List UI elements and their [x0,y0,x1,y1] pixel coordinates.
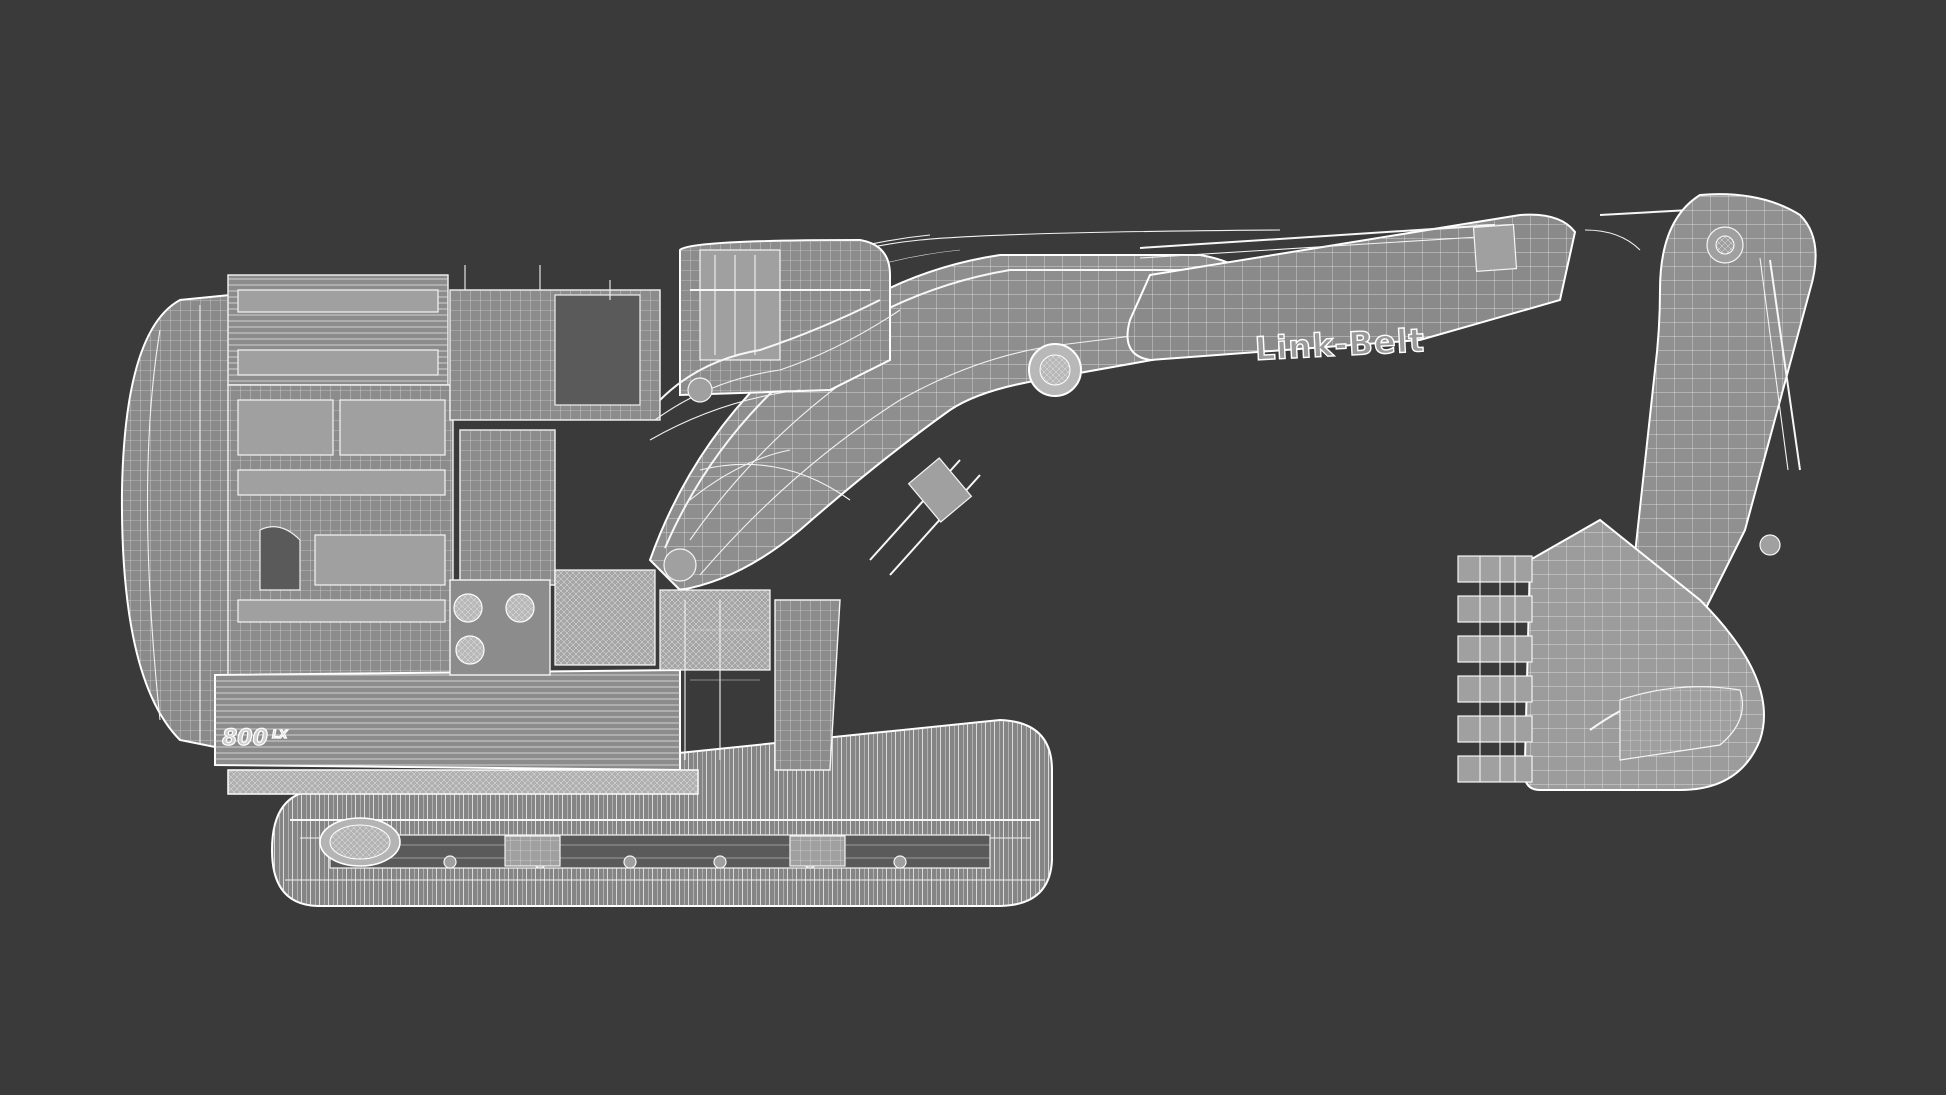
model-suffix-decal: LX [272,728,288,741]
vent-grilles [453,593,535,665]
idler-wheel [319,817,401,867]
boom-cylinders [869,457,981,576]
stick-cylinder [1139,224,1496,249]
brand-decal: Link-Belt [1254,321,1426,368]
upper-house: 800 LX [120,238,981,795]
cab-window [699,249,781,361]
track-assembly [270,718,1053,907]
stick-arm: Link-Belt [1126,209,1708,369]
model-decal: 800 [222,726,268,751]
hydraulic-hoses [649,299,901,582]
bucket [1457,518,1765,791]
handrails [464,265,760,760]
bucket-teeth [1457,555,1533,783]
